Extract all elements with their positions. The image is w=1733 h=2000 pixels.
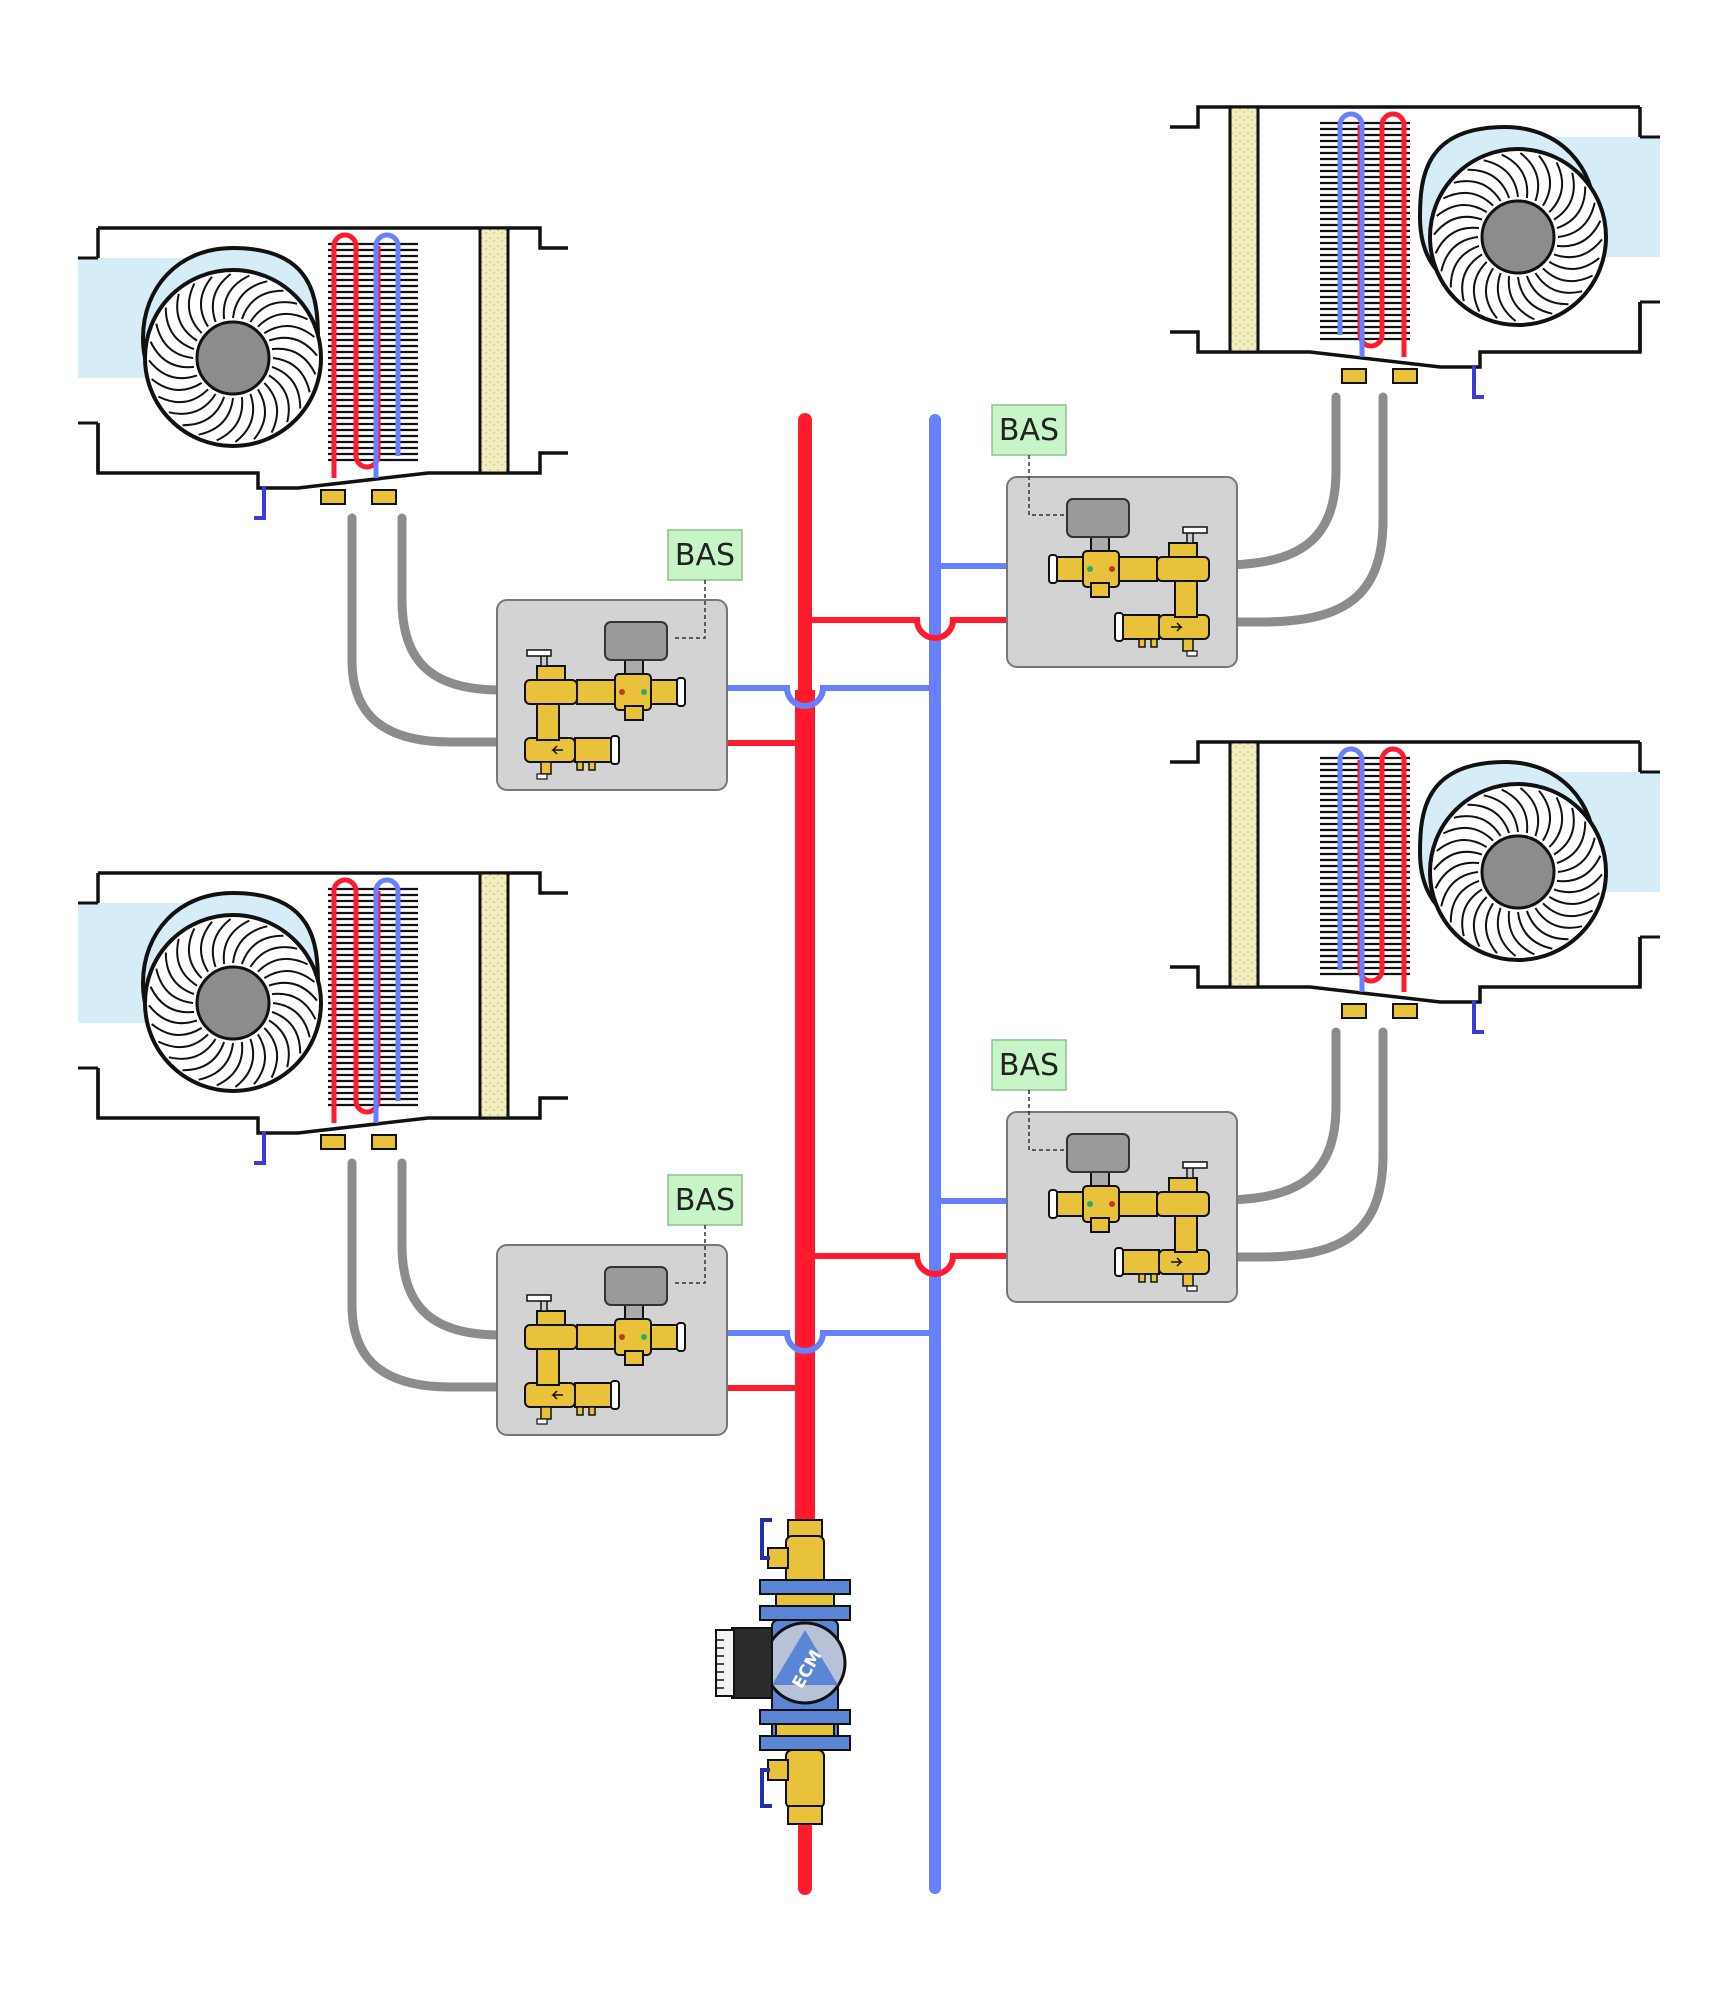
bas-label-lower-left: BAS bbox=[667, 1174, 743, 1284]
ecm-circulator: ECM bbox=[715, 1518, 851, 1825]
bas-label-upper-left: BAS bbox=[667, 529, 743, 639]
bas-label-lower-right: BAS bbox=[991, 1039, 1068, 1151]
bas-text: BAS bbox=[675, 1183, 735, 1218]
fan-coil-lower-right bbox=[1170, 742, 1660, 1032]
fan-coil-upper-right bbox=[1170, 107, 1660, 397]
bas-label-upper-right: BAS bbox=[991, 404, 1068, 516]
bas-text: BAS bbox=[999, 413, 1059, 448]
fan-wheel-icon bbox=[143, 268, 323, 448]
valve-station-upper-left bbox=[496, 599, 728, 791]
fan-coil-upper-left bbox=[78, 228, 568, 518]
fan-coil-lower-left bbox=[78, 873, 568, 1163]
bas-text: BAS bbox=[999, 1048, 1059, 1083]
valve-station-lower-right bbox=[1006, 1111, 1238, 1303]
valve-station-lower-left bbox=[496, 1244, 728, 1436]
bas-text: BAS bbox=[675, 538, 735, 573]
valve-station-upper-right bbox=[1006, 476, 1238, 668]
